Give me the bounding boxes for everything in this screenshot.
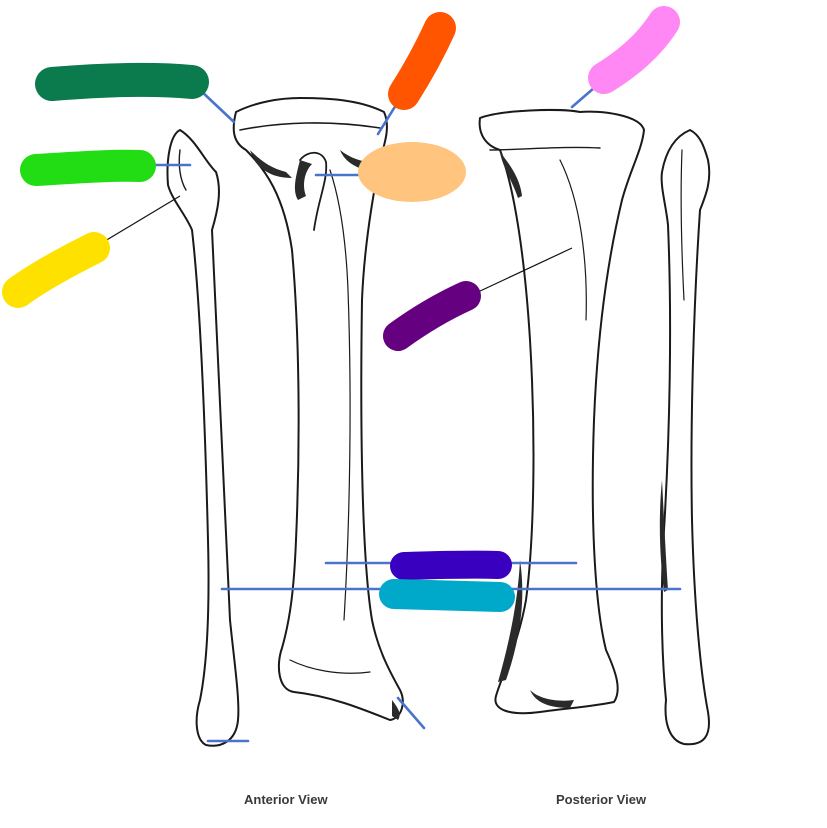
- posterior-view-label: Posterior View: [556, 792, 647, 807]
- anterior-view-label: Anterior View: [244, 792, 328, 807]
- posterior-tibia: [478, 109, 645, 715]
- anterior-tibia: [232, 97, 404, 721]
- leader-line-pink: [570, 86, 596, 109]
- leader-line-purple: [477, 247, 573, 293]
- marker-dark-green[interactable]: [35, 62, 209, 101]
- marker-peach[interactable]: [358, 142, 466, 202]
- leader-line-malleolus: [396, 696, 426, 730]
- bone-shading: [250, 150, 668, 720]
- anterior-fibula: [166, 129, 240, 747]
- marker-cyan[interactable]: [379, 579, 515, 612]
- leader-line-yellow: [99, 195, 181, 245]
- marker-lime-green[interactable]: [20, 149, 156, 186]
- leader-line-orange-red: [376, 103, 398, 136]
- marker-yellow[interactable]: [2, 232, 110, 308]
- marker-pink[interactable]: [588, 6, 680, 94]
- posterior-fibula: [660, 129, 711, 746]
- leader-line-dark-green: [198, 88, 236, 124]
- marker-orange-red[interactable]: [388, 12, 456, 110]
- marker-purple[interactable]: [383, 281, 481, 351]
- marker-indigo[interactable]: [390, 550, 512, 580]
